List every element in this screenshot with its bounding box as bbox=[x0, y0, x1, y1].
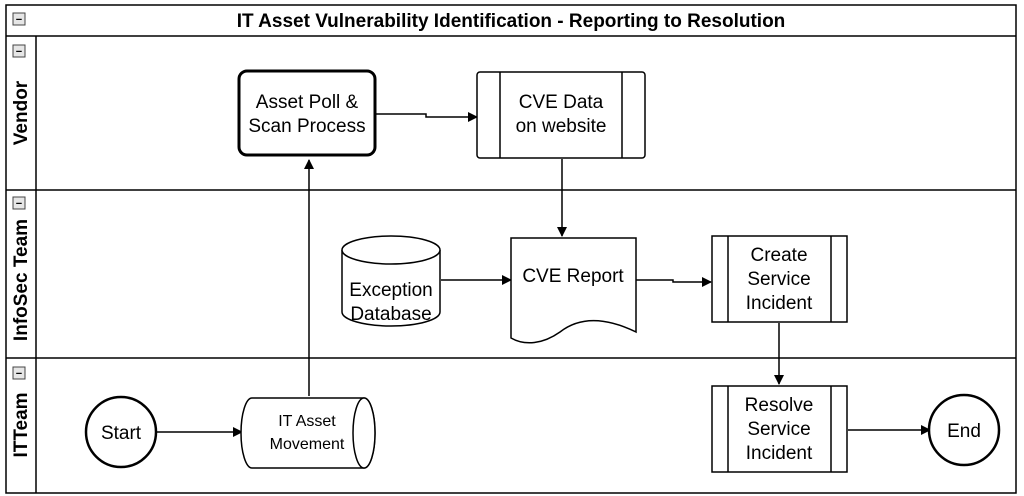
node-create-incident-line-3: Incident bbox=[746, 293, 813, 314]
lane-infosec-collapse-icon: − bbox=[16, 198, 22, 210]
node-asset-poll[interactable]: Asset Poll & Scan Process bbox=[237, 69, 377, 157]
node-cve-report-line-1: CVE Report bbox=[522, 266, 624, 287]
node-exception-db-line-2: Database bbox=[350, 304, 431, 325]
node-it-asset-movement-line-2: Movement bbox=[270, 436, 345, 453]
node-cve-report[interactable]: CVE Report bbox=[510, 237, 637, 344]
lane-vendor-collapse-icon: − bbox=[16, 46, 22, 58]
lane-itteam: − ITTeam bbox=[11, 366, 32, 458]
node-asset-poll-line-2: Scan Process bbox=[248, 116, 365, 137]
lane-infosec-collapse-button[interactable]: − bbox=[12, 196, 26, 210]
lane-itteam-collapse-icon: − bbox=[16, 368, 22, 380]
lane-vendor-label: Vendor bbox=[11, 80, 32, 145]
node-end[interactable]: End bbox=[927, 393, 1001, 467]
node-exception-db[interactable]: Exception Database bbox=[341, 235, 441, 327]
node-end-label: End bbox=[947, 421, 981, 442]
node-exception-db-line-1: Exception bbox=[349, 280, 432, 301]
node-cve-data-line-1: CVE Data bbox=[519, 92, 604, 113]
lane-infosec-label: InfoSec Team bbox=[11, 219, 32, 341]
node-it-asset-movement[interactable]: IT Asset Movement bbox=[240, 397, 376, 469]
node-resolve-incident[interactable]: Resolve Service Incident bbox=[711, 385, 848, 473]
edge-cve-report-to-create-incident bbox=[636, 277, 712, 287]
lane-infosec: − InfoSec Team bbox=[11, 196, 32, 341]
lane-vendor-collapse-button[interactable]: − bbox=[12, 44, 26, 58]
node-resolve-incident-line-1: Resolve bbox=[745, 395, 814, 416]
node-cve-data-line-2: on website bbox=[516, 116, 607, 137]
node-cve-data[interactable]: CVE Data on website bbox=[476, 71, 646, 159]
node-start[interactable]: Start bbox=[84, 395, 158, 469]
title-collapse-icon: − bbox=[16, 14, 22, 26]
title-collapse-button[interactable]: − bbox=[12, 12, 26, 26]
node-resolve-incident-line-2: Service bbox=[747, 419, 810, 440]
node-create-incident[interactable]: Create Service Incident bbox=[711, 235, 848, 323]
node-create-incident-line-1: Create bbox=[750, 245, 807, 266]
node-start-label: Start bbox=[101, 423, 142, 444]
lane-vendor: − Vendor bbox=[11, 44, 32, 145]
edge-asset-poll-to-cve-data bbox=[376, 112, 478, 122]
node-resolve-incident-line-3: Incident bbox=[746, 443, 813, 464]
node-it-asset-movement-line-1: IT Asset bbox=[278, 413, 336, 430]
lane-itteam-collapse-button[interactable]: − bbox=[12, 366, 26, 380]
lane-itteam-label: ITTeam bbox=[11, 392, 32, 457]
node-asset-poll-line-1: Asset Poll & bbox=[256, 92, 359, 113]
node-create-incident-line-2: Service bbox=[747, 269, 810, 290]
diagram-title: IT Asset Vulnerability Identification - … bbox=[237, 11, 786, 32]
